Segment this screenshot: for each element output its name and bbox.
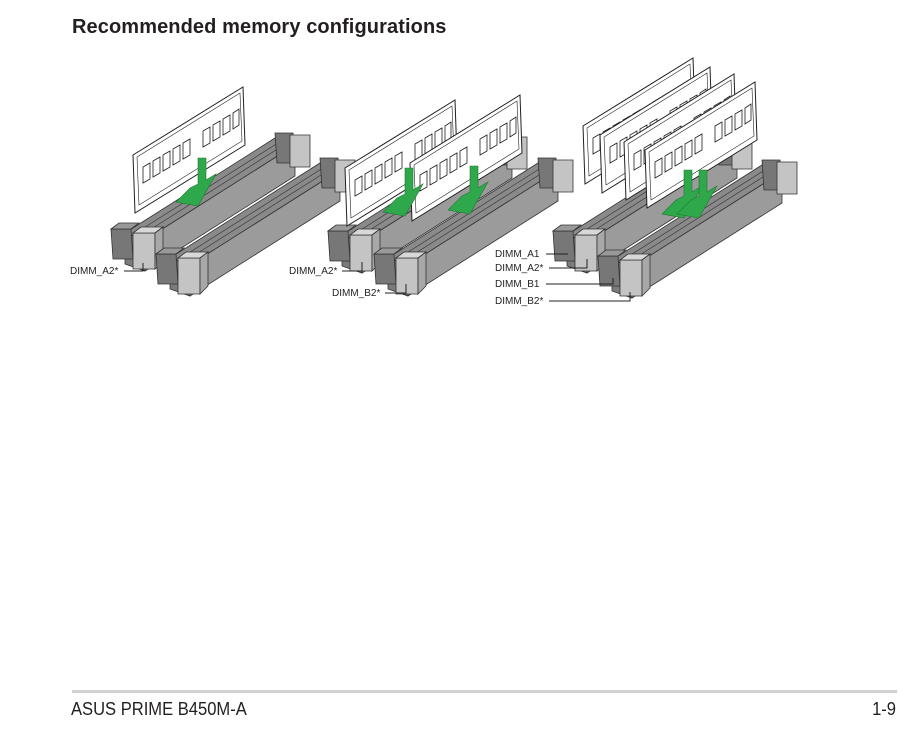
config-one-dimm: DIMM_A2* [70,86,355,296]
config-four-dimms: DIMM_A1 DIMM_A2* DIMM_B1 DIMM_B2* [495,57,797,307]
slot-label-dimm-a2: DIMM_A2* [495,263,543,274]
slot-label-dimm-b2: DIMM_B2* [495,296,543,307]
slot-label-dimm-a2: DIMM_A2* [289,266,337,277]
leader-line [549,259,588,269]
leader-line [385,284,407,294]
slot-label-dimm-a2: DIMM_A2* [70,266,118,277]
section-title: Recommended memory configurations [72,16,447,38]
footer-page-number: 1-9 [872,699,896,719]
slot-label-dimm-b2: DIMM_B2* [332,288,380,299]
config-two-dimms: DIMM_A2* DIMM_B2* [289,94,573,299]
leader-line [549,292,631,302]
slot-label-dimm-a1: DIMM_A1 [495,249,540,260]
footer-product-name: ASUS PRIME B450M-A [71,699,247,719]
leader-line [124,263,144,272]
leader-line [342,262,363,272]
memory-config-figure: DIMM_A2* DIMM_A2* DIMM_B2* DIMM_A1 DIMM_… [70,57,920,307]
footer-rule [72,690,897,693]
slot-label-dimm-b1: DIMM_B1 [495,279,540,290]
leader-line [546,278,614,285]
